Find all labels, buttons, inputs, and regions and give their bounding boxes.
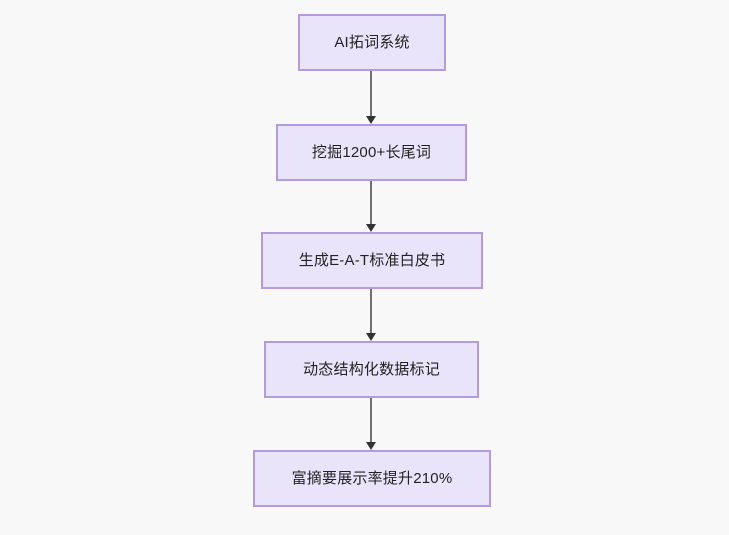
flowchart-node-mine-longtail-keywords[interactable]: 挖掘1200+长尾词 [276,124,467,181]
edge-n1-n2 [366,71,376,124]
edge-n3-n4 [366,289,376,341]
flowchart-node-ai-keyword-system[interactable]: AI拓词系统 [298,14,446,71]
flowchart-node-label: 生成E-A-T标准白皮书 [298,251,446,269]
arrowhead-icon [366,333,376,341]
flowchart-node-label: AI拓词系统 [334,33,410,51]
arrowhead-icon [366,442,376,450]
flowchart-node-dynamic-structured-data-markup[interactable]: 动态结构化数据标记 [264,341,479,398]
edge-n4-n5 [366,398,376,450]
edge-line [370,181,372,225]
flowchart-node-generate-eat-whitepaper[interactable]: 生成E-A-T标准白皮书 [261,232,483,289]
edge-line [370,289,372,334]
arrowhead-icon [366,224,376,232]
edge-n2-n3 [366,181,376,232]
flowchart-node-label: 挖掘1200+长尾词 [311,143,432,161]
edge-line [370,71,372,117]
edge-line [370,398,372,443]
flowchart-node-label: 富摘要展示率提升210% [291,469,453,487]
flowchart-node-rich-snippet-impression-lift[interactable]: 富摘要展示率提升210% [253,450,491,507]
arrowhead-icon [366,116,376,124]
flowchart-node-label: 动态结构化数据标记 [303,360,440,378]
